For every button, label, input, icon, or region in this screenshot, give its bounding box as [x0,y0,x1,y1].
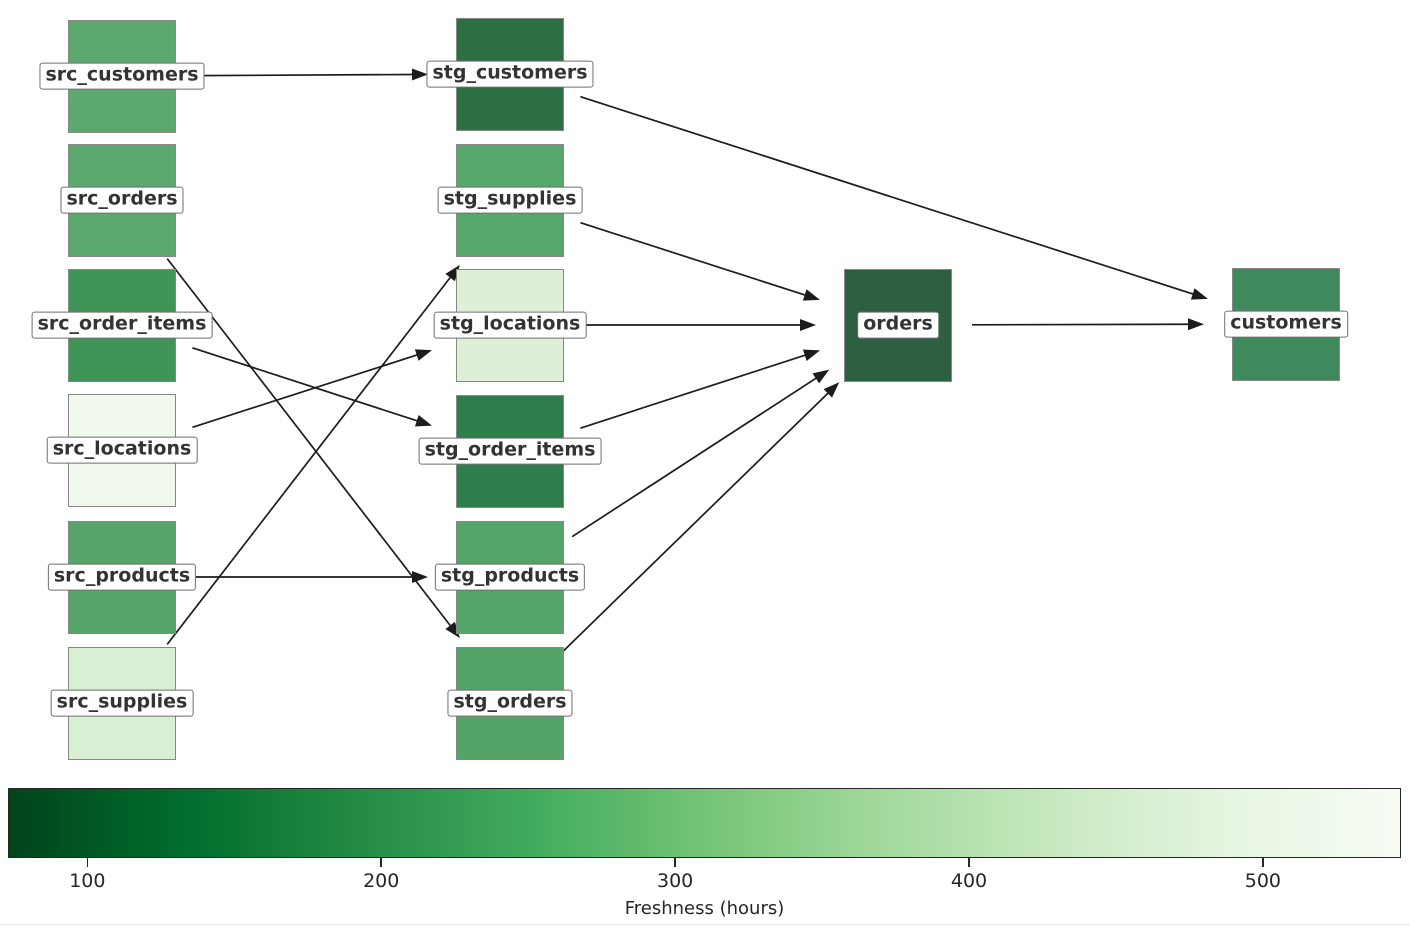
edge-src_locations-stg_locations [192,353,419,429]
node-label-stg_order_items: stg_order_items [418,437,602,465]
edge-orders-customers [971,323,1191,326]
colorbar-tick-300 [674,858,676,867]
node-label-stg_orders: stg_orders [447,689,573,717]
node-label-stg_supplies: stg_supplies [437,186,583,214]
edge-stg_orders-orders [562,391,830,652]
node-label-src_products: src_products [47,563,197,591]
edge-stg_customers-customers [580,95,1195,296]
arrowhead-stg_locations-orders [800,319,816,331]
edge-stg_supplies-orders [580,221,807,297]
figure-bottom-edge [0,924,1410,925]
edge-src_order_items-stg_order_items [192,347,419,423]
edge-src_supplies-stg_supplies [166,275,453,645]
node-label-stg_locations: stg_locations [433,311,587,339]
colorbar-tick-label-300: 300 [656,870,694,892]
colorbar-tick-label-100: 100 [69,870,106,892]
colorbar-tick-400 [968,858,970,867]
arrowhead-stg_orders-orders [823,382,840,398]
edge-src_customers-stg_customers [195,73,415,77]
colorbar-tick-200 [380,858,382,867]
colorbar-tick-label-200: 200 [363,870,400,892]
arrowhead-orders-customers [1187,318,1205,331]
colorbar-axis-label: Freshness (hours) [624,898,785,919]
node-label-stg_products: stg_products [434,563,586,591]
arrowhead-src_locations-stg_locations [414,349,432,361]
arrowhead-src_order_items-stg_order_items [414,415,433,427]
arrowhead-stg_order_items-orders [802,349,821,361]
arrowhead-stg_products-orders [812,369,830,384]
colorbar-tick-label-500: 500 [1244,870,1282,892]
node-label-src_supplies: src_supplies [50,689,194,717]
colorbar-tick-500 [1262,858,1264,867]
arrowhead-src_orders-stg_orders [445,621,460,639]
edge-stg_order_items-orders [580,353,807,429]
colorbar-tick-label-400: 400 [950,870,988,892]
node-label-src_orders: src_orders [60,186,184,214]
node-label-src_customers: src_customers [39,62,205,90]
arrowhead-src_customers-stg_customers [411,68,429,81]
node-label-orders: orders [857,311,939,339]
arrowhead-stg_customers-customers [1190,288,1208,300]
node-label-customers: customers [1224,310,1348,338]
node-label-stg_customers: stg_customers [426,60,594,88]
edge-src_orders-stg_orders [166,258,453,628]
colorbar-tick-100 [86,858,89,867]
arrowhead-src_products-stg_products [412,571,428,583]
arrowhead-stg_supplies-orders [802,289,820,301]
node-label-src_locations: src_locations [46,436,198,464]
edge-stg_products-orders [571,376,818,538]
node-label-src_order_items: src_order_items [31,311,213,339]
colorbar-gradient [8,788,1401,858]
